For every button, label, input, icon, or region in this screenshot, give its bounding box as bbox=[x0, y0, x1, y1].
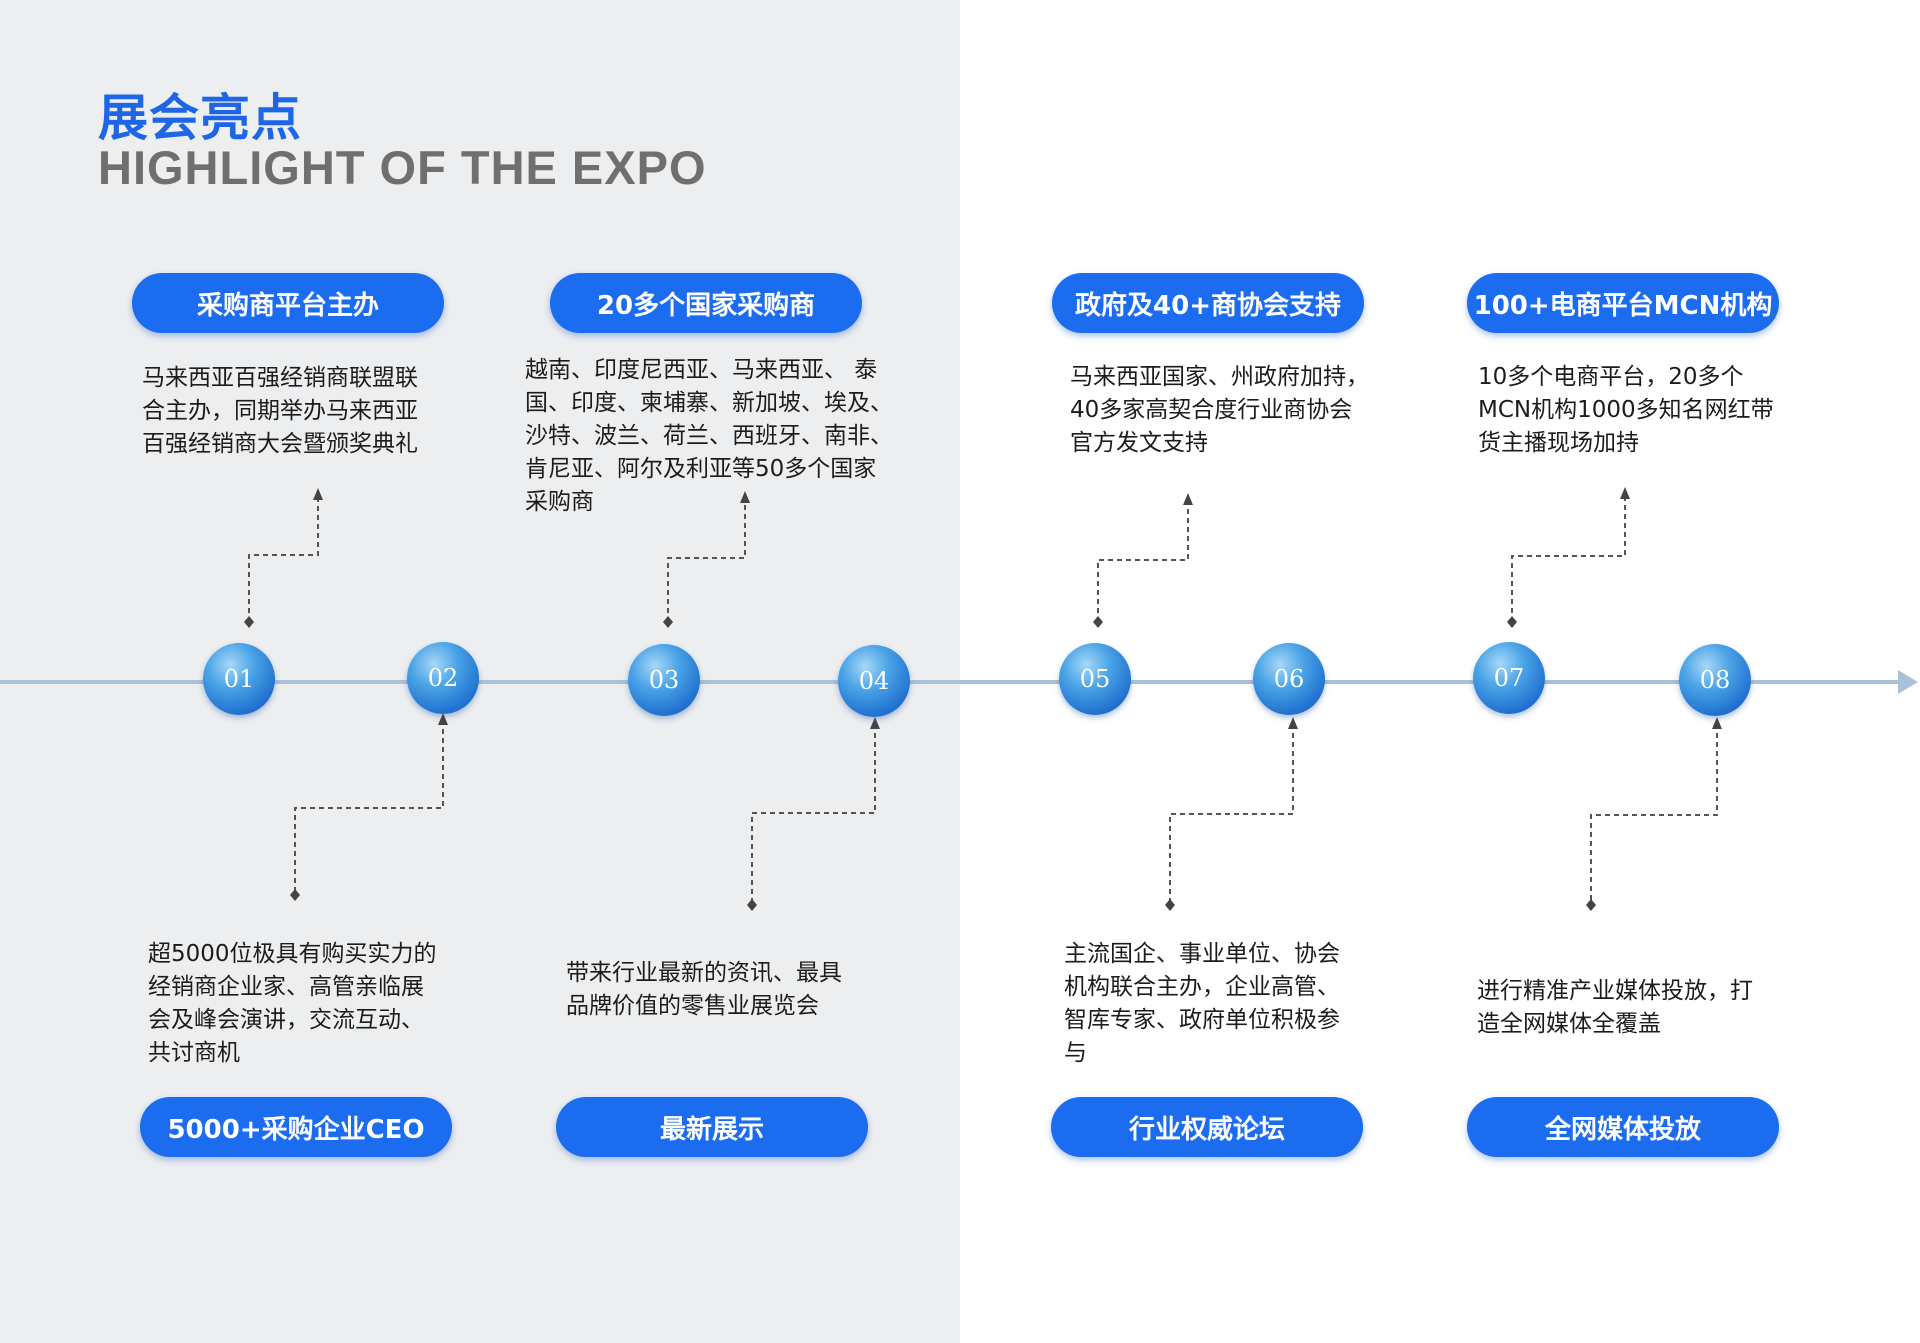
timeline-arrowhead bbox=[1898, 670, 1918, 694]
connector-markers bbox=[244, 487, 1722, 911]
timeline-node-08: 08 bbox=[1679, 644, 1751, 716]
timeline-node-03: 03 bbox=[628, 644, 700, 716]
page-title: 展会亮点 bbox=[98, 89, 302, 147]
highlight-pill-buyer-countries: 20多个国家采购商 bbox=[550, 273, 862, 333]
timeline-node-05: 05 bbox=[1059, 643, 1131, 715]
highlight-pill-buyer-ceo: 5000+采购企业CEO bbox=[140, 1097, 452, 1157]
highlight-desc-buyer-platform: 马来西亚百强经销商联盟联合主办，同期举办马来西亚百强经销商大会暨颁奖典礼 bbox=[142, 365, 418, 457]
highlight-pill-buyer-platform: 采购商平台主办 bbox=[132, 273, 444, 333]
highlight-pill-ecommerce-mcn: 100+电商平台MCN机构 bbox=[1467, 273, 1779, 333]
timeline-node-02: 02 bbox=[407, 642, 479, 714]
timeline-node-07: 07 bbox=[1473, 642, 1545, 714]
highlight-pill-media-placement: 全网媒体投放 bbox=[1467, 1097, 1779, 1157]
page-subtitle: HIGHLIGHT OF THE EXPO bbox=[98, 141, 707, 194]
highlight-desc-latest-exhibition: 带来行业最新的资讯、最具品牌价值的零售业展览会 bbox=[566, 960, 842, 1019]
highlight-pill-latest-exhibition: 最新展示 bbox=[556, 1097, 868, 1157]
highlight-desc-government-support: 马来西亚国家、州政府加持，40多家高契合度行业商协会官方发文支持 bbox=[1070, 364, 1369, 456]
highlight-desc-buyer-countries: 越南、印度尼西亚、马来西亚、 泰国、印度、柬埔寨、新加坡、埃及、沙特、波兰、荷兰… bbox=[525, 357, 893, 515]
highlight-pill-government-support: 政府及40+商协会支持 bbox=[1052, 273, 1364, 333]
connector-lines bbox=[248, 494, 1718, 905]
timeline-node-04: 04 bbox=[838, 645, 910, 717]
timeline-node-01: 01 bbox=[203, 643, 275, 715]
timeline-node-06: 06 bbox=[1253, 643, 1325, 715]
highlight-desc-media-placement: 进行精准产业媒体投放，打造全网媒体全覆盖 bbox=[1477, 978, 1753, 1037]
highlight-desc-industry-forum: 主流国企、事业单位、协会机构联合主办，企业高管、智库专家、政府单位积极参与 bbox=[1064, 941, 1340, 1066]
highlight-pill-industry-forum: 行业权威论坛 bbox=[1051, 1097, 1363, 1157]
highlight-desc-buyer-ceo: 超5000位极具有购买实力的经销商企业家、高管亲临展会及峰会演讲，交流互动、共讨… bbox=[148, 941, 437, 1066]
